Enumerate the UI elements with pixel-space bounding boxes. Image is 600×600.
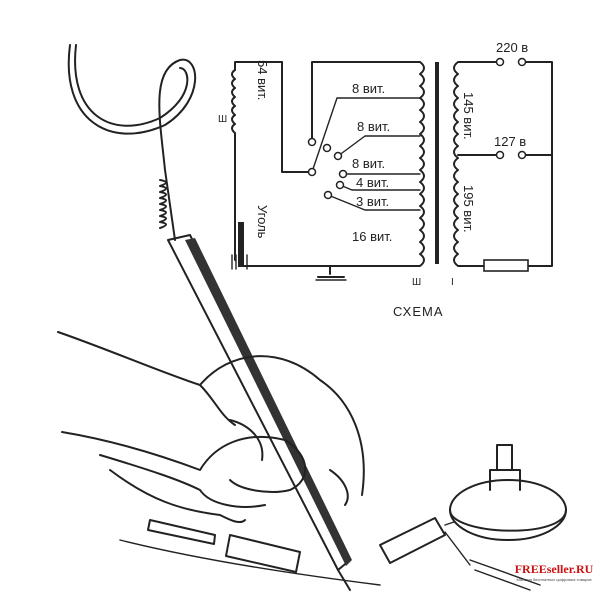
voltage-127-label: 127 в <box>494 134 526 149</box>
components-drawing <box>119 444 567 591</box>
electrode-label: Уголь <box>255 205 270 239</box>
schematic-title: СХЕМА <box>393 304 444 319</box>
watermark-tagline: Магазин бесплатных цифровых товаров <box>516 577 592 582</box>
tap-label-6: 16 вит. <box>352 229 392 244</box>
cable-drawing <box>67 44 197 241</box>
mark-core-right: I <box>451 277 454 288</box>
tap-label-3: 8 вит. <box>352 156 385 171</box>
tap-label-1: 8 вит. <box>352 81 385 96</box>
secondary-lower-label: 195 вит. <box>461 185 476 233</box>
fuse <box>483 259 529 272</box>
tap-label-4: 4 вит. <box>356 175 389 190</box>
watermark: FREEseller.RU Магазин бесплатных цифровы… <box>508 562 600 582</box>
transformer-core <box>435 62 439 264</box>
watermark-brand: FREEseller.RU <box>514 562 594 576</box>
mark-left: Ш <box>218 114 227 125</box>
mark-core-left: Ш <box>412 277 421 288</box>
electrode-holder-drawing <box>167 234 352 591</box>
tap-switch <box>307 97 421 211</box>
left-coil-label: 54 вит. <box>255 60 270 100</box>
voltage-220-label: 220 в <box>496 40 528 55</box>
tap-label-5: 3 вит. <box>356 194 389 209</box>
hand-drawing <box>57 331 365 524</box>
secondary-upper-label: 145 вит. <box>461 92 476 140</box>
tap-label-2: 8 вит. <box>357 119 390 134</box>
